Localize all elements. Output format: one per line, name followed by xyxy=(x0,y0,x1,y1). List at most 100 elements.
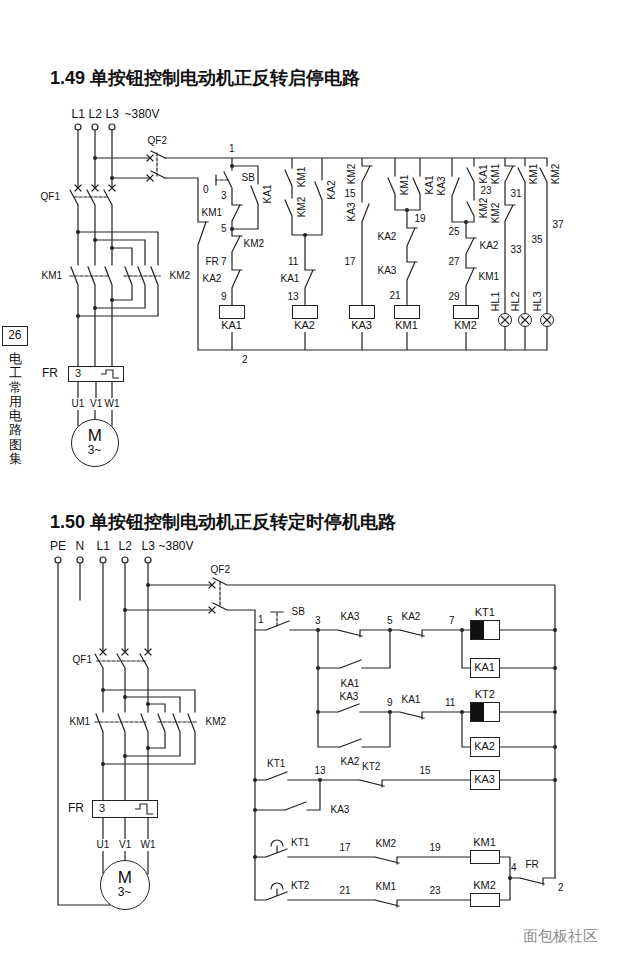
terminal-label: 19 xyxy=(415,213,426,225)
motor-symbol: M3~ xyxy=(71,419,119,467)
indicator-lamp: HL2 xyxy=(518,313,532,327)
device-label: KA3 xyxy=(351,319,372,332)
terminal-label: 3 xyxy=(221,190,227,202)
terminal-label: N xyxy=(76,540,85,554)
terminal-label: L1 xyxy=(72,108,85,122)
terminal-label: QF2 xyxy=(148,135,167,147)
terminal-label: SB xyxy=(242,172,255,184)
terminal-label: KM1 xyxy=(70,716,91,728)
terminal-label: QF1 xyxy=(73,654,92,666)
terminal-label: KM1 xyxy=(297,167,307,188)
device-label: KM1 xyxy=(395,319,418,332)
terminal-label: 21 xyxy=(340,885,351,897)
terminal-label: 33 xyxy=(511,244,522,256)
relay-coil: KM1 xyxy=(470,850,500,864)
terminal-label: KT1 xyxy=(267,758,285,770)
terminal-label: KM2 xyxy=(297,197,307,218)
relay-coil: KM2 xyxy=(453,305,479,319)
terminal-label: KA2 xyxy=(378,231,397,243)
terminal-label: KA1 xyxy=(281,273,300,285)
motor-label: M xyxy=(118,868,132,888)
terminal-label: 2 xyxy=(242,354,248,366)
terminal-label: 15 xyxy=(345,188,356,200)
terminal-label: FR xyxy=(526,859,539,871)
terminal-label: U1 xyxy=(97,839,110,851)
terminal-label: QF1 xyxy=(41,191,60,203)
terminal-label: KA1 xyxy=(425,176,435,195)
relay-coil: 26 xyxy=(2,326,28,346)
terminal-label: KA2 xyxy=(402,611,421,623)
terminal-label: V1 xyxy=(90,398,102,410)
terminal-label: 35 xyxy=(532,234,543,246)
terminal-label: KM1 xyxy=(376,881,397,893)
device-label: KM2 xyxy=(473,879,496,892)
lamp-label: HL3 xyxy=(531,291,542,311)
terminal-label: 1 xyxy=(229,143,235,155)
lamp-cross-line xyxy=(501,316,509,324)
lamp-cross xyxy=(541,314,553,326)
lamp-label: HL1 xyxy=(489,291,500,311)
motor-label: M xyxy=(88,426,102,446)
thermal-element-line xyxy=(101,370,119,378)
terminal-label: KM2 xyxy=(551,164,561,185)
terminal-label: L3 xyxy=(142,540,155,554)
terminal-label: L2 xyxy=(89,108,102,122)
terminal-label: 17 xyxy=(340,842,351,854)
terminal-label: 37 xyxy=(553,219,564,231)
motor-symbol: M3~ xyxy=(100,860,150,910)
timer-fill xyxy=(471,703,484,721)
terminal-label: 9 xyxy=(387,697,393,709)
terminal-label: 5 xyxy=(221,223,227,235)
terminal-label: KM1 xyxy=(529,164,539,185)
terminal-label: KM1 xyxy=(400,175,410,196)
terminal-label: KA3 xyxy=(378,265,397,277)
terminal-label: KA3 xyxy=(341,611,360,623)
terminal-label: FR xyxy=(42,367,58,381)
terminal-label: 5 xyxy=(387,615,393,627)
motor-label: 3~ xyxy=(118,886,132,900)
terminals xyxy=(55,124,151,563)
thermal-element xyxy=(99,367,121,381)
control-circuit-bottom xyxy=(255,612,555,907)
relay-coil: KA2 xyxy=(470,737,500,757)
device-label: 26 xyxy=(8,329,21,343)
terminal-label: 15 xyxy=(420,765,431,777)
terminal-label: KM1 xyxy=(491,164,501,185)
device-label: 3 xyxy=(99,802,105,815)
terminal-label: ~380V xyxy=(159,540,194,554)
relay-coil: KT2 xyxy=(470,702,500,722)
terminal-label: 13 xyxy=(315,765,326,777)
terminal-label: KM2 xyxy=(479,198,489,219)
terminal-label: KT2 xyxy=(362,761,380,773)
indicator-lamp: HL3 xyxy=(540,313,554,327)
terminal-label: KT2 xyxy=(291,880,309,892)
terminal-label: 17 xyxy=(345,256,356,268)
terminal-label: 7 xyxy=(221,256,227,268)
terminal-label: KA1 xyxy=(479,165,489,184)
terminal-label: L1 xyxy=(97,540,110,554)
timer-fill xyxy=(471,621,484,639)
terminal-label: 25 xyxy=(449,226,460,238)
terminal-label: 31 xyxy=(511,188,522,200)
terminal-label: FR xyxy=(68,802,84,816)
terminal-label: KA1 xyxy=(263,185,273,204)
thermal-element xyxy=(133,801,155,817)
terminal-label: KM1 xyxy=(479,271,500,283)
terminal-label: 23 xyxy=(481,185,492,197)
terminal-label: 11 xyxy=(288,256,298,268)
control-circuit-top xyxy=(165,158,547,350)
lamp-cross xyxy=(519,314,531,326)
motor-label: 3~ xyxy=(88,444,102,458)
terminal-label: KM2 xyxy=(244,238,265,250)
mechanical-link-bottom xyxy=(95,582,277,722)
terminal-label: KM2 xyxy=(491,203,501,224)
terminal-label: KA3 xyxy=(437,177,447,196)
device-label: 3 xyxy=(75,367,81,380)
watermark: 面包板社区 xyxy=(523,927,598,944)
terminal-label: 1 xyxy=(258,614,264,626)
terminal-label: QF2 xyxy=(211,564,230,576)
terminal-label: KA3 xyxy=(331,804,350,816)
terminal-label: 3 xyxy=(315,615,321,627)
terminal-label: W1 xyxy=(141,839,156,851)
sidebar-text: 电工常用电路图集 xyxy=(9,352,22,466)
